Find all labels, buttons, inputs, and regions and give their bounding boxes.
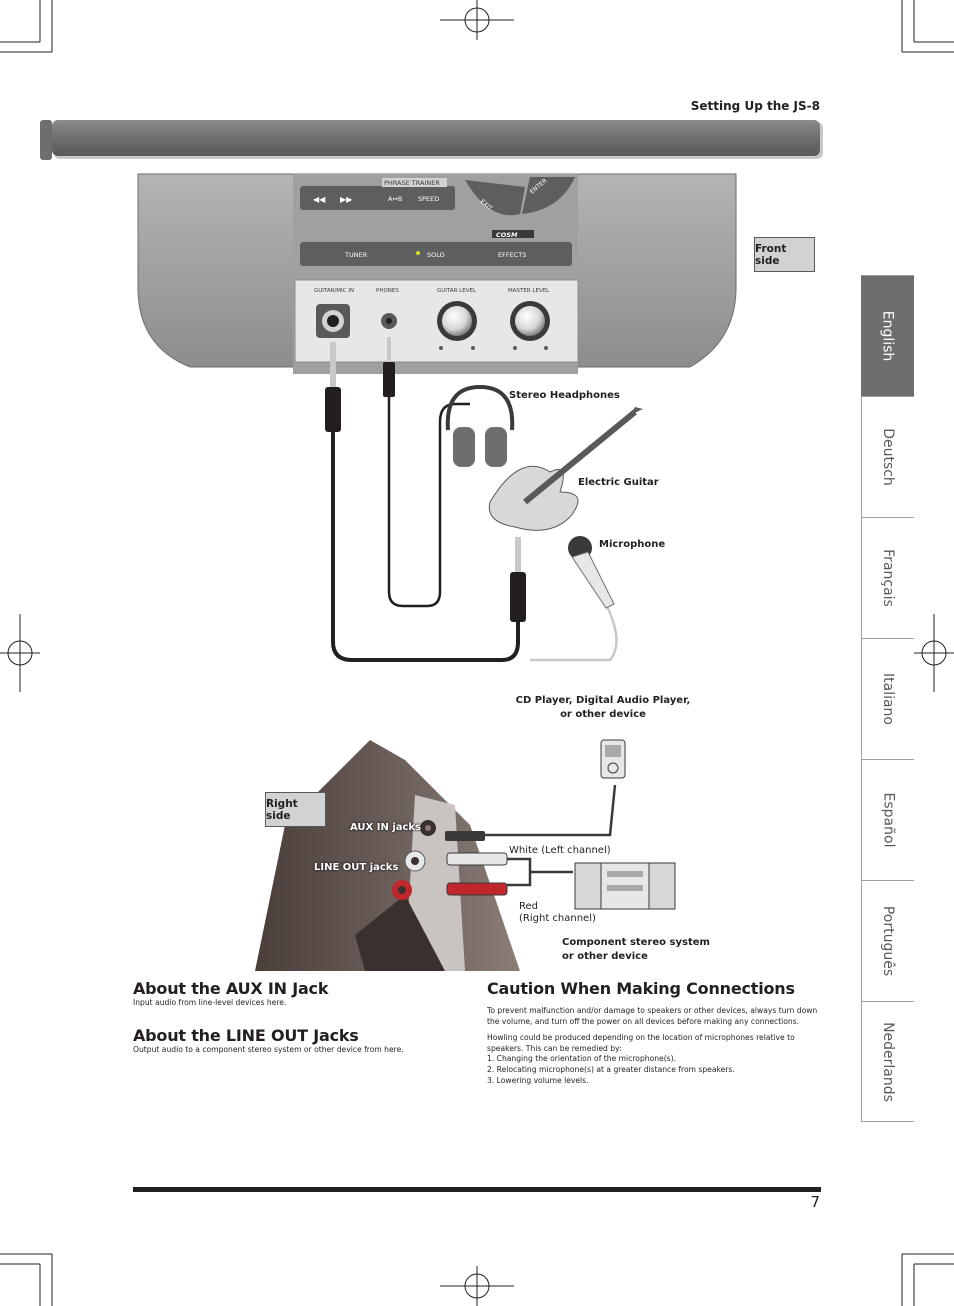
svg-text:EFFECTS: EFFECTS bbox=[498, 251, 526, 259]
page-number: 7 bbox=[810, 1193, 820, 1211]
lineout-section: About the LINE OUT Jacks Output audio to… bbox=[133, 1026, 463, 1056]
cd-player-label: CD Player, Digital Audio Player, or othe… bbox=[515, 695, 691, 720]
svg-text:COSM: COSM bbox=[496, 231, 518, 239]
tab-deutsch[interactable]: Deutsch bbox=[861, 396, 914, 517]
stereo-headphones-label: Stereo Headphones bbox=[509, 390, 620, 401]
section-header: Setting Up the JS-8 bbox=[690, 99, 820, 113]
phrase-trainer-label: PHRASE TRAINER bbox=[384, 179, 440, 187]
front-side-label: Front side bbox=[754, 237, 815, 272]
svg-text:GUITAR/MIC IN: GUITAR/MIC IN bbox=[314, 288, 354, 294]
aux-body: Input audio from line-level devices here… bbox=[133, 998, 287, 1007]
aux-section: About the AUX IN Jack Input audio from l… bbox=[133, 979, 463, 1009]
language-tabs: English Deutsch Français Italiano Españo… bbox=[861, 275, 914, 1122]
lineout-title: About the LINE OUT Jacks bbox=[133, 1026, 359, 1045]
tab-english[interactable]: English bbox=[861, 275, 914, 396]
red-channel-label: Red (Right channel) bbox=[519, 901, 596, 924]
lineout-body: Output audio to a component stereo syste… bbox=[133, 1045, 404, 1054]
caution-item: 1. Changing the orientation of the micro… bbox=[487, 1054, 676, 1064]
tab-nederlands[interactable]: Nederlands bbox=[861, 1001, 914, 1122]
tab-espanol[interactable]: Español bbox=[861, 759, 914, 880]
svg-text:GUITAR LEVEL: GUITAR LEVEL bbox=[437, 288, 477, 294]
caution-item: 3. Lowering volume levels. bbox=[487, 1075, 589, 1085]
right-side-label: Right side bbox=[265, 792, 326, 827]
svg-text:SPEED: SPEED bbox=[418, 195, 439, 203]
svg-text:TUNER: TUNER bbox=[344, 251, 368, 259]
caution-section: Caution When Making Connections To preve… bbox=[487, 979, 821, 1086]
svg-text:SOLO: SOLO bbox=[427, 251, 445, 259]
svg-text:MASTER LEVEL: MASTER LEVEL bbox=[508, 288, 550, 294]
svg-text:A↔B: A↔B bbox=[388, 195, 402, 203]
svg-text:▶▶: ▶▶ bbox=[340, 195, 353, 204]
microphone-label: Microphone bbox=[599, 539, 666, 550]
tab-portugues[interactable]: Português bbox=[861, 880, 914, 1001]
line-out-label: LINE OUT jacks bbox=[314, 862, 399, 873]
aux-in-label: AUX IN jacks bbox=[350, 822, 422, 833]
title-bar bbox=[40, 120, 823, 160]
caution-item: 2. Relocating microphone(s) at a greater… bbox=[487, 1064, 735, 1074]
tab-italiano[interactable]: Italiano bbox=[861, 638, 914, 759]
component-stereo-label: Component stereo system or other device bbox=[562, 937, 710, 962]
aux-title: About the AUX IN Jack bbox=[133, 979, 329, 998]
white-channel-label: White (Left channel) bbox=[509, 845, 611, 856]
tab-francais[interactable]: Français bbox=[861, 517, 914, 638]
front-panel-diagram: ◀◀ ▶▶ PHRASE TRAINER A↔B SPEED EXIT ENTE… bbox=[137, 173, 737, 662]
svg-text:PHONES: PHONES bbox=[376, 288, 399, 294]
caution-title: Caution When Making Connections bbox=[487, 979, 795, 998]
caution-paragraph-1: To prevent malfunction and/or damage to … bbox=[487, 1006, 818, 1026]
caution-paragraph-2: Howling could be produced depending on t… bbox=[487, 1033, 795, 1053]
svg-text:◀◀: ◀◀ bbox=[313, 195, 326, 204]
footer-rule bbox=[133, 1187, 821, 1192]
electric-guitar-label: Electric Guitar bbox=[578, 477, 659, 488]
